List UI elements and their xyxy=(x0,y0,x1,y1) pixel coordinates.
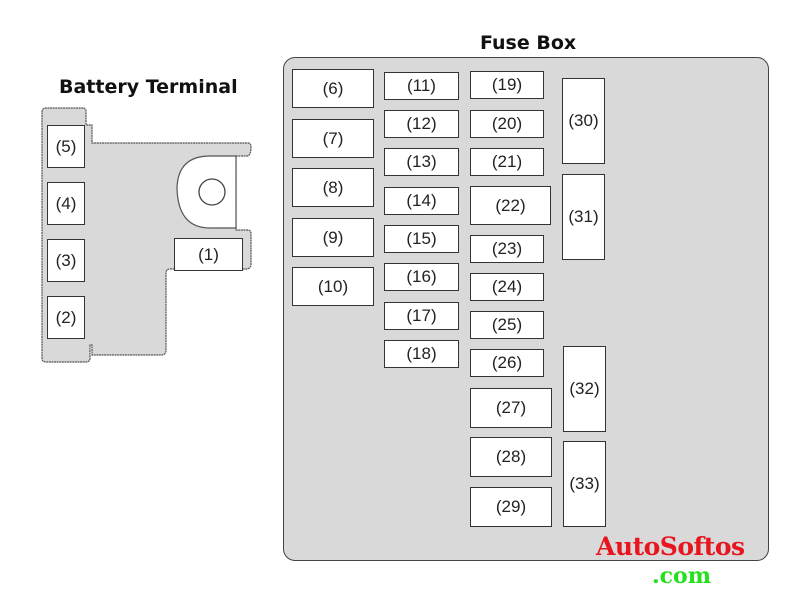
watermark-brand: AutoSoftos xyxy=(596,532,745,561)
fuse-25[interactable]: (25) xyxy=(470,311,544,339)
fuse-13[interactable]: (13) xyxy=(384,148,459,176)
battery-terminal-housing xyxy=(41,107,252,363)
fuse-9[interactable]: (9) xyxy=(292,218,374,257)
fuse-15[interactable]: (15) xyxy=(384,225,459,253)
fuse-28[interactable]: (28) xyxy=(470,437,552,477)
fuse-19[interactable]: (19) xyxy=(470,71,544,99)
fuse-22[interactable]: (22) xyxy=(470,186,551,225)
fuse-3[interactable]: (3) xyxy=(47,239,85,282)
fuse-7[interactable]: (7) xyxy=(292,119,374,158)
fuse-31[interactable]: (31) xyxy=(562,174,605,260)
fuse-30[interactable]: (30) xyxy=(562,78,605,164)
terminal-bolt-icon xyxy=(198,178,226,206)
fuse-27[interactable]: (27) xyxy=(470,388,552,428)
fuse-2[interactable]: (2) xyxy=(47,296,85,339)
fuse-16[interactable]: (16) xyxy=(384,263,459,291)
fuse-17[interactable]: (17) xyxy=(384,302,459,330)
fuse-5[interactable]: (5) xyxy=(47,125,85,168)
watermark-domain: .com xyxy=(652,563,712,589)
fuse-4[interactable]: (4) xyxy=(47,182,85,225)
battery-terminal-title: Battery Terminal xyxy=(59,76,238,98)
fuse-18[interactable]: (18) xyxy=(384,340,459,368)
fuse-14[interactable]: (14) xyxy=(384,187,459,215)
fuse-29[interactable]: (29) xyxy=(470,487,552,527)
fuse-12[interactable]: (12) xyxy=(384,110,459,138)
fuse-26[interactable]: (26) xyxy=(470,349,544,377)
fuse-32[interactable]: (32) xyxy=(563,346,606,432)
fuse-10[interactable]: (10) xyxy=(292,267,374,306)
fuse-21[interactable]: (21) xyxy=(470,148,544,176)
fuse-24[interactable]: (24) xyxy=(470,273,544,301)
fuse-6[interactable]: (6) xyxy=(292,69,374,108)
fuse-23[interactable]: (23) xyxy=(470,235,544,263)
fuse-box-title: Fuse Box xyxy=(480,32,577,54)
fuse-1[interactable]: (1) xyxy=(174,238,243,271)
fuse-20[interactable]: (20) xyxy=(470,110,544,138)
fuse-11[interactable]: (11) xyxy=(384,72,459,100)
fuse-33[interactable]: (33) xyxy=(563,441,606,527)
fuse-8[interactable]: (8) xyxy=(292,168,374,207)
